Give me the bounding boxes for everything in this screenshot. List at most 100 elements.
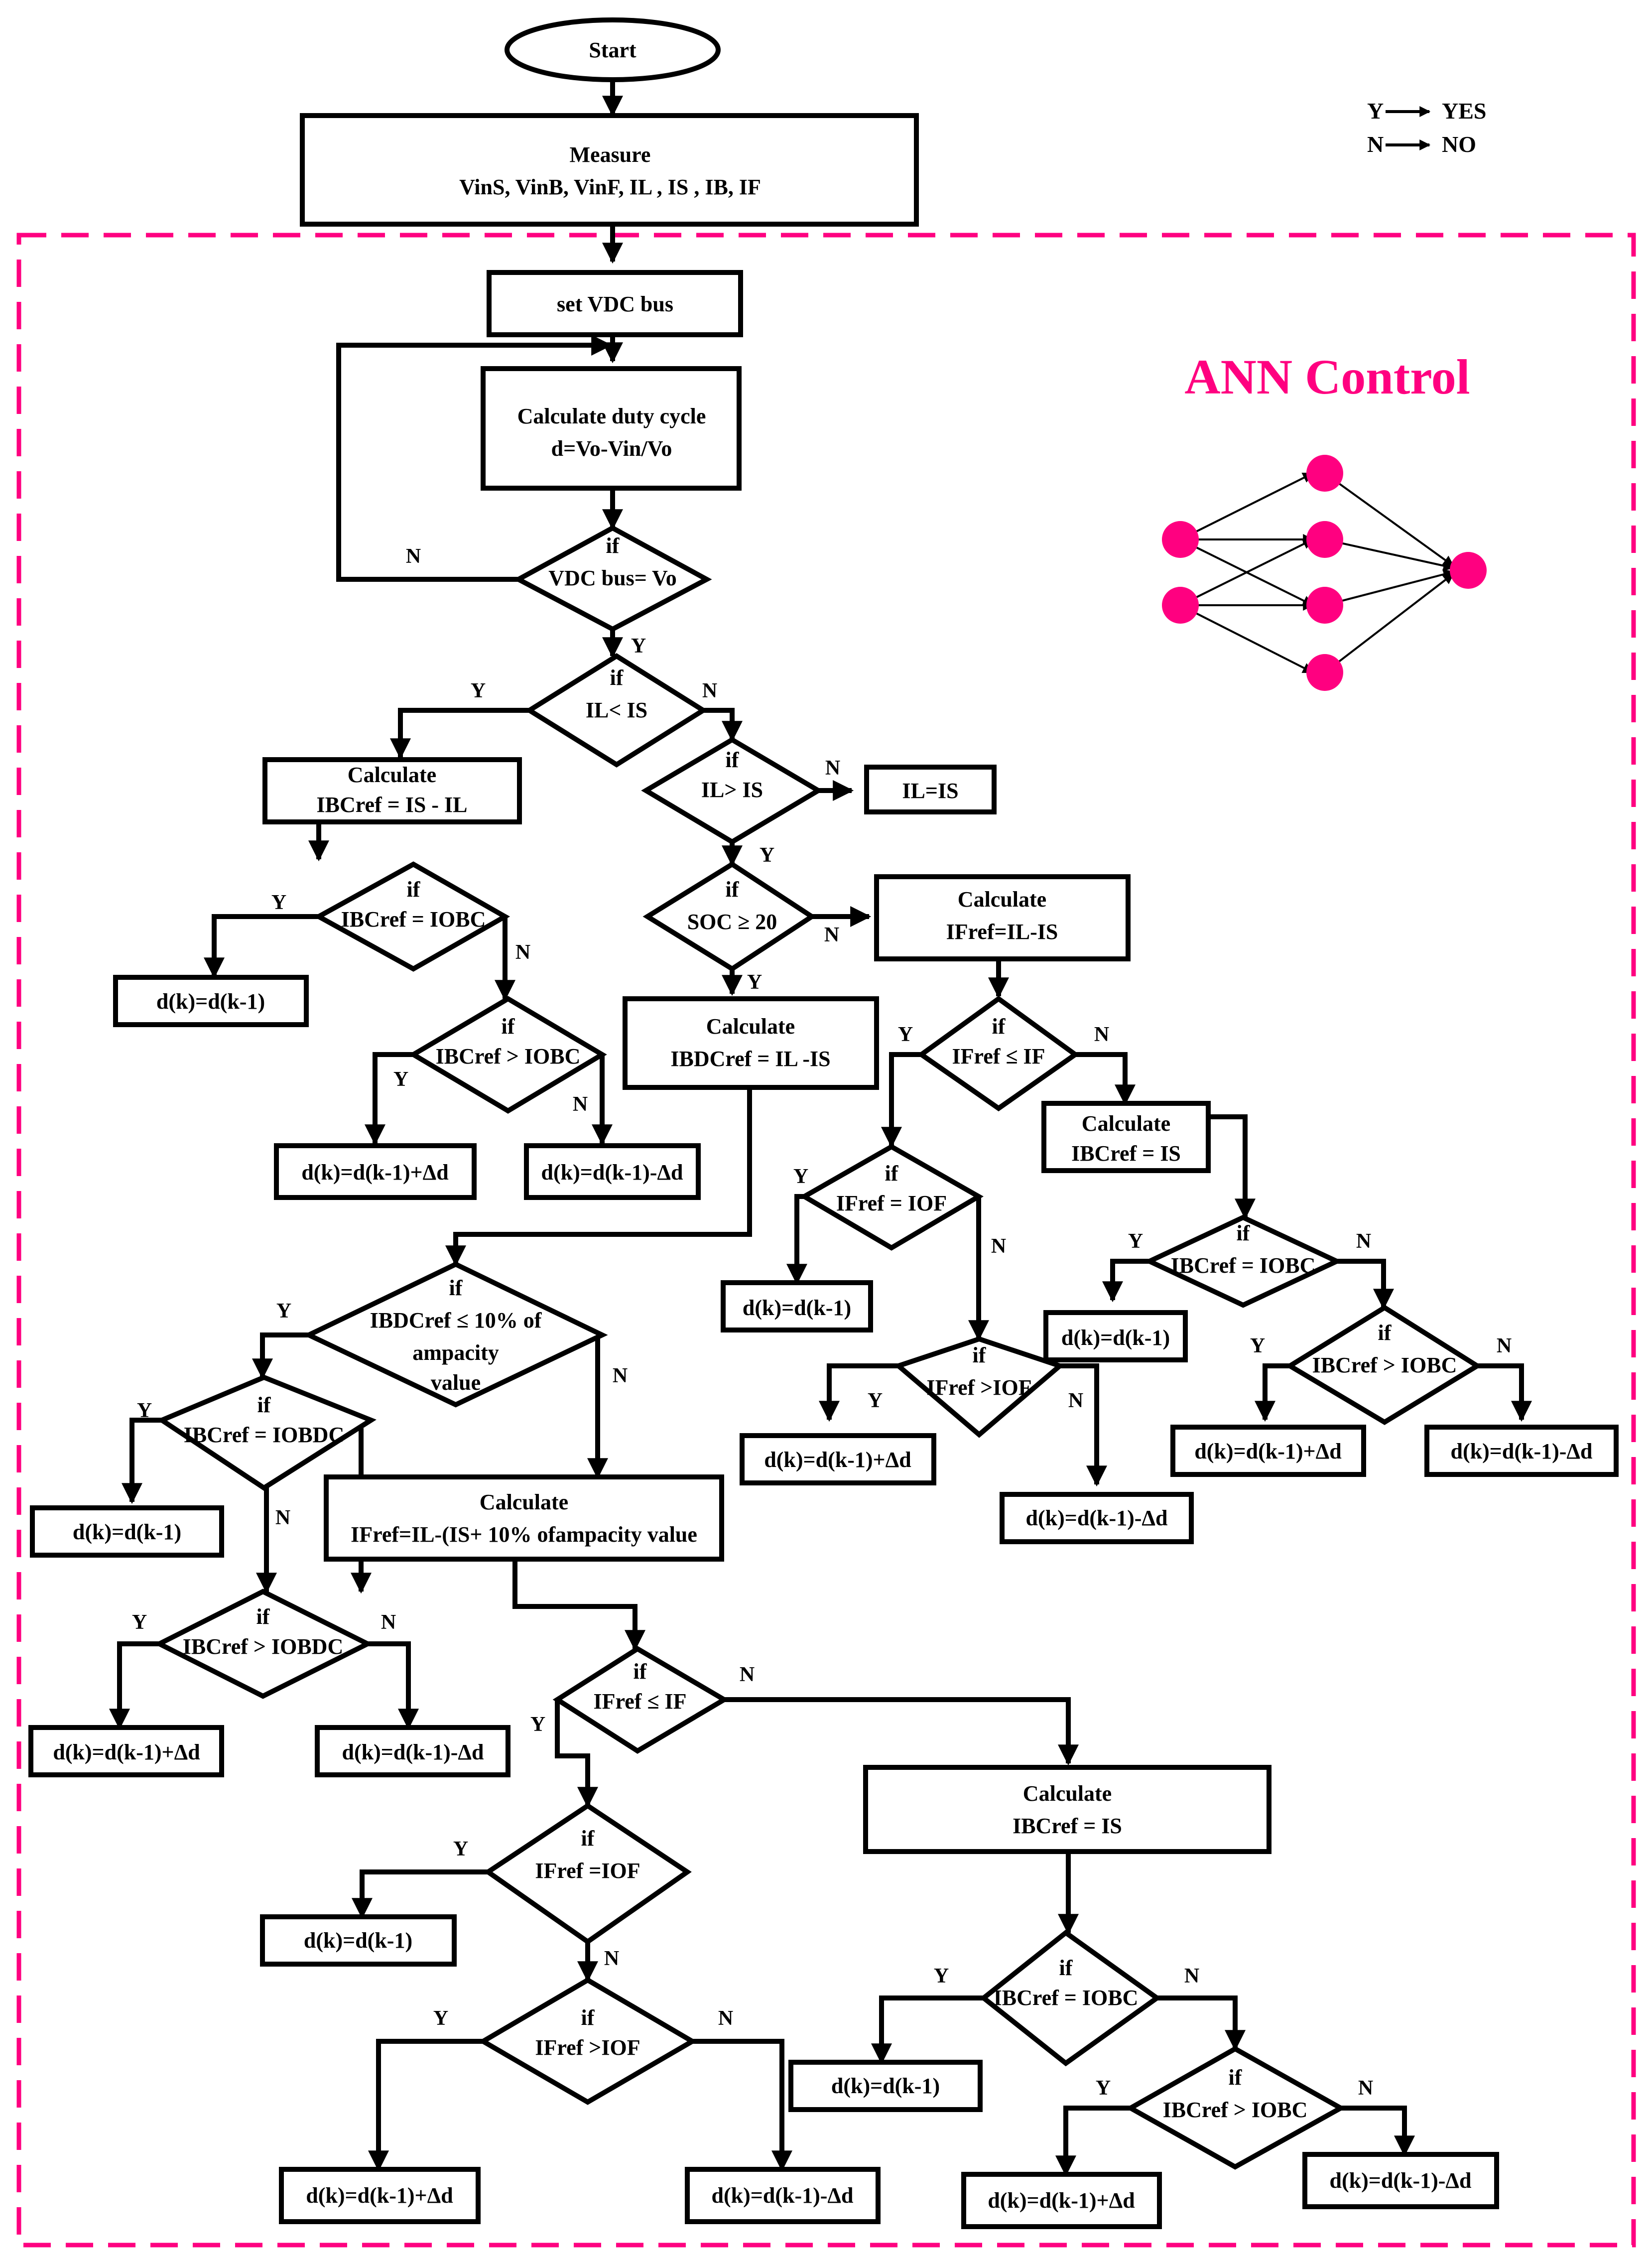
ibcref-eq-iobc-condition: IBCref = IOBC [1171, 1253, 1316, 1278]
il-eq-is-label: IL=IS [902, 779, 958, 803]
dk-minus-box-1 [524, 1143, 701, 1200]
yes-label: Y [132, 1611, 147, 1634]
dk-plus-box-4 [28, 1725, 224, 1777]
dk-plus-label: d(k)=d(k-1)+Δd [301, 1160, 448, 1185]
duty-cycle-box [481, 366, 742, 491]
yes-label: Y [868, 1389, 883, 1412]
calculate-label: Calculate [706, 1014, 795, 1039]
if-label: if [257, 1393, 271, 1417]
calc-ifref-long-box [324, 1474, 724, 1562]
if-label: if [992, 1014, 1006, 1039]
set-vdc-label: set VDC bus [557, 292, 673, 316]
shape-text: Start Measure VinS, VinB, VinF, IL , IS … [53, 38, 1592, 2213]
ifref-formula: IFref=IL-IS [946, 920, 1058, 944]
if-label: if [973, 1343, 987, 1367]
legend: Y YES N NO [1367, 98, 1486, 157]
yes-label: Y [1096, 2077, 1111, 2100]
dk-same-box-3 [1043, 1310, 1188, 1362]
ibcref-eq-iobc-decision-3 [979, 1929, 1161, 2067]
ifref-gt-iof-decision-1 [893, 1336, 1065, 1438]
neural-network-icon [1162, 455, 1487, 691]
no-label: N [613, 1364, 628, 1387]
vdc-condition: VDC bus= Vo [548, 566, 676, 590]
calc-ibdcref-box [623, 996, 879, 1090]
start-terminal [505, 17, 721, 82]
if-label: if [1378, 1321, 1392, 1345]
dk-plus-box-2 [1170, 1425, 1366, 1477]
ibdcref-formula: IBDCref = IL -IS [670, 1047, 830, 1071]
start-label: Start [589, 38, 636, 62]
dk-same-label: d(k)=d(k-1) [1061, 1326, 1170, 1350]
no-label: N [1068, 1389, 1083, 1412]
if-label: if [502, 1014, 515, 1039]
if-label: if [885, 1161, 899, 1186]
soc-decision [642, 861, 817, 972]
dk-minus-label: d(k)=d(k-1)-Δd [342, 1740, 484, 1764]
il-lt-is-condition: IL< IS [586, 698, 647, 722]
calculate-label: Calculate [1023, 1781, 1112, 1806]
dk-minus-label: d(k)=d(k-1)-Δd [1330, 2168, 1472, 2193]
dk-same-label: d(k)=d(k-1) [73, 1520, 181, 1544]
ifref-le-if-condition: IFref ≤ IF [593, 1689, 686, 1714]
calc-ifref-box-1 [874, 874, 1131, 961]
yes-label: Y [934, 1965, 949, 1988]
ifref-gt-iof-condition: IFref >IOF [535, 2035, 640, 2060]
dk-same-box-4 [30, 1505, 224, 1558]
if-label: if [634, 1659, 647, 1684]
no-label: N [991, 1235, 1006, 1258]
ibcref-gt-iobc-decision-3 [1125, 2046, 1346, 2170]
no-label: N [1358, 2077, 1373, 2100]
ifref-gt-iof-decision-2 [478, 1977, 697, 2105]
yes-label: Y [453, 1838, 468, 1861]
ann-control-boundary [16, 233, 1636, 2248]
dk-same-label: d(k)=d(k-1) [831, 2074, 940, 2098]
ibcref-eq-iobdc-condition: IBCref = IOBDC [184, 1423, 344, 1447]
dk-plus-box-3 [740, 1433, 936, 1485]
if-label: if [581, 2005, 595, 2030]
dk-plus-label: d(k)=d(k-1)+Δd [306, 2183, 453, 2208]
ifref-eq-iof-decision-1 [799, 1144, 984, 1251]
dk-minus-box-3 [1000, 1492, 1194, 1544]
ibcref-gt-iobdc-condition: IBCref > IOBDC [183, 1634, 343, 1659]
yes-label: Y [898, 1023, 913, 1046]
no-label: N [825, 757, 840, 780]
ibcref-gt-iobc-condition: IBCref > IOBC [1312, 1353, 1457, 1377]
ibcref-formula: IBCref = IS - IL [317, 793, 468, 817]
no-label: N [1497, 1334, 1512, 1357]
legend-yes-key: Y [1367, 98, 1384, 124]
legend-no-key: N [1367, 132, 1384, 157]
ifref-eq-iof-condition: IFref = IOF [836, 1191, 947, 1215]
calculate-label: Calculate [480, 1490, 568, 1514]
branch-labels: N Y Y N N Y Y N N Y Y N Y N Y N Y N Y N … [132, 545, 1512, 2100]
dk-plus-label: d(k)=d(k-1)+Δd [764, 1448, 911, 1472]
ibcref-gt-iobc-decision-2 [1285, 1305, 1482, 1425]
no-label: N [702, 679, 717, 702]
ibdcref-10-condition: IBDCref ≤ 10% of [370, 1308, 542, 1332]
yes-label: Y [393, 1068, 408, 1091]
yes-label: Y [471, 679, 486, 702]
measure-title: Measure [570, 142, 651, 167]
dk-minus-label: d(k)=d(k-1)-Δd [712, 2183, 854, 2208]
ibcref-gt-iobdc-decision [153, 1589, 374, 1699]
dk-plus-box-5 [279, 2167, 481, 2224]
no-label: N [718, 2007, 733, 2030]
ibcref-gt-iobc-condition: IBCref > IOBC [436, 1044, 581, 1068]
ifref-long-formula: IFref=IL-(IS+ 10% ofampacity value [351, 1522, 697, 1547]
calc-ibcref-is-box-1 [1041, 1101, 1211, 1173]
no-label: N [573, 1093, 588, 1116]
if-label: if [726, 877, 740, 902]
ibcref-eq-iobdc-decision [156, 1374, 377, 1491]
ibcref-eq-iobc-condition: IBCref = IOBC [341, 907, 486, 931]
legend-yes-value: YES [1442, 98, 1486, 124]
dk-same-box-6 [788, 2060, 983, 2112]
no-label: N [381, 1611, 396, 1634]
ifref-eq-iof-condition: IFref =IOF [535, 1859, 640, 1883]
ibcref-eq-iobc-decision-1 [313, 861, 510, 972]
if-label: if [606, 533, 620, 558]
if-label: if [1237, 1221, 1251, 1245]
yes-label: Y [631, 635, 646, 658]
legend-no-value: NO [1442, 132, 1476, 157]
dk-minus-box-2 [1424, 1425, 1619, 1477]
calc-ibcref-box [262, 757, 522, 824]
